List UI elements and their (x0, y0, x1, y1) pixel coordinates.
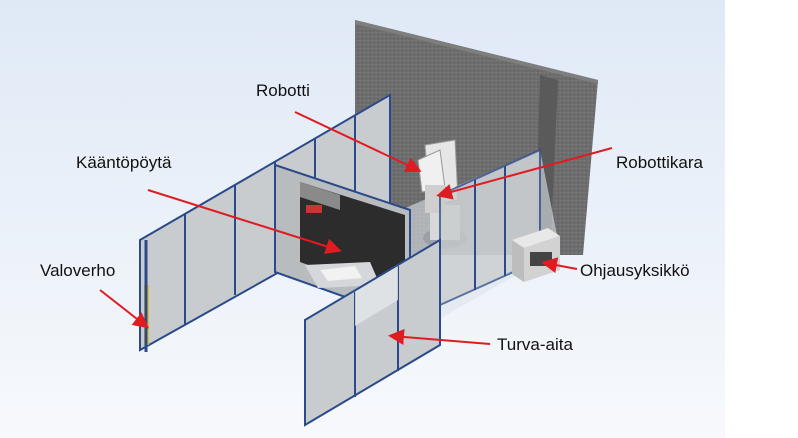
label-safety-fence: Turva-aita (497, 335, 573, 354)
arrow-robot-arm (436, 147, 613, 200)
arrow-light-curtain (99, 289, 150, 329)
label-control-unit: Ohjausyksikkö (580, 261, 690, 280)
label-light-curtain: Valoverho (40, 261, 115, 280)
arrow-turntable (147, 189, 342, 255)
callout-arrows (99, 111, 613, 345)
arrow-robot (294, 111, 422, 173)
label-turntable: Kääntöpöytä (76, 153, 172, 172)
label-robot-arm: Robottikara (616, 153, 703, 172)
front-fence (304, 238, 441, 427)
label-robot: Robotti (256, 81, 310, 100)
arrow-control-unit (541, 257, 578, 274)
arrow-safety-fence (388, 329, 491, 345)
